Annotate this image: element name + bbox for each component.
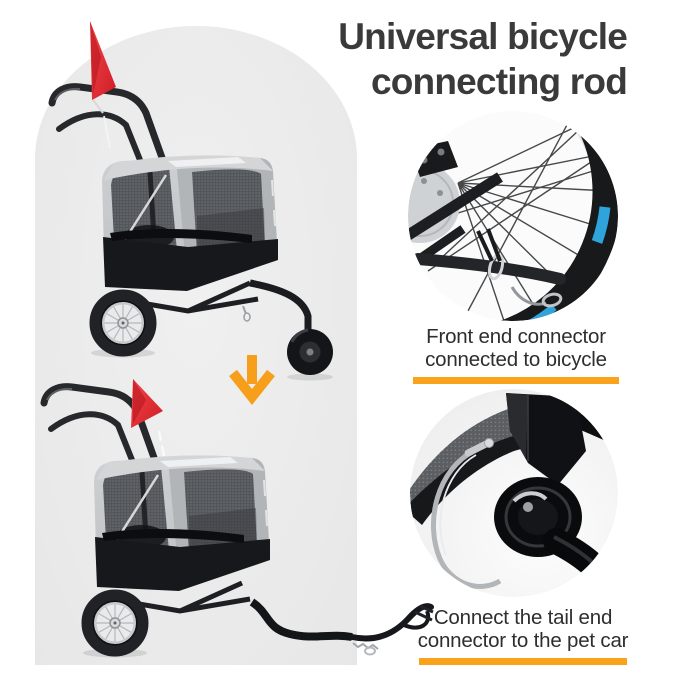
- caption-line: connector to the pet car: [417, 628, 629, 652]
- front-connector-caption: Front end connector connected to bicycle: [402, 325, 630, 384]
- down-arrow-icon: [229, 355, 275, 406]
- caption-underline: [413, 376, 619, 384]
- page-title-line1: Universal bicycle: [338, 16, 628, 57]
- front-connector-photo: [408, 111, 618, 321]
- red-safety-flag: [131, 379, 166, 457]
- tire-blue-accent: [591, 206, 611, 244]
- page-title: Universal bicycle connecting rod: [338, 14, 628, 104]
- tail-connector-photo: [410, 389, 618, 597]
- caption-line: Connect the tail end: [433, 606, 613, 629]
- red-safety-flag: [90, 21, 116, 149]
- caption-line: Front end connector: [426, 325, 606, 348]
- trailer-illustrations: [0, 21, 434, 679]
- safety-pin: [431, 438, 502, 589]
- bike-trailer-mode-trailer: [44, 379, 434, 658]
- connecting-rod: [412, 228, 566, 308]
- caption-underline: [419, 657, 627, 665]
- hitch-post: [506, 393, 586, 485]
- caption-line: connected to bicycle: [425, 347, 607, 371]
- wheel-spokes: [425, 119, 609, 321]
- page-title-line2: connecting rod: [370, 61, 628, 103]
- stroller-mode-trailer: [52, 21, 333, 381]
- tail-coupler-hook: [349, 603, 434, 656]
- tail-connector-caption: Connect the tail end connector to the pe…: [406, 606, 640, 665]
